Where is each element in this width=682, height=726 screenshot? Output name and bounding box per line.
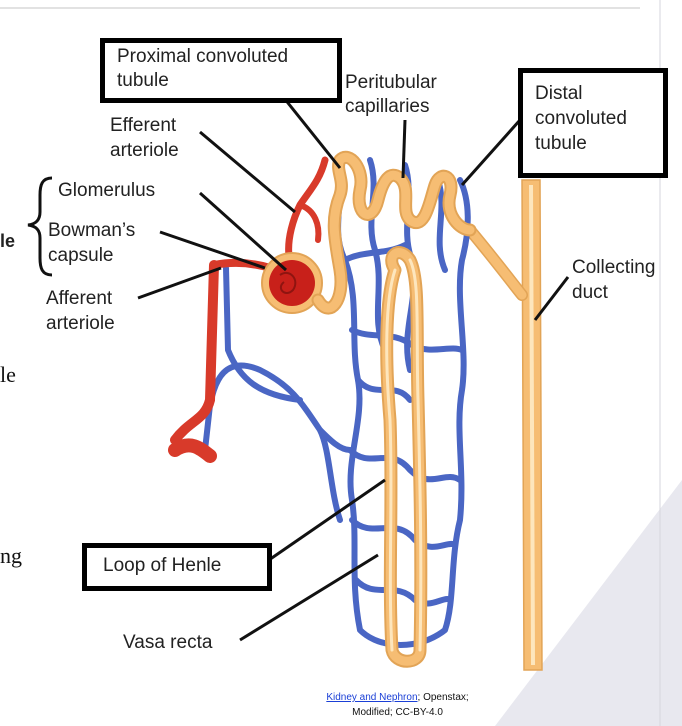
afferent-label-line2: arteriole xyxy=(46,313,115,334)
bowmans-label-line2: capsule xyxy=(48,245,114,266)
distal-label-line2: convoluted xyxy=(535,108,627,129)
image-credit: Kidney and Nephron; Openstax; Modified; … xyxy=(300,690,495,720)
distal-leader xyxy=(460,119,522,186)
vasa-recta-label: Vasa recta xyxy=(123,632,213,653)
proximal-tubule-box: Proximal convoluted tubule xyxy=(100,38,342,103)
efferent-label-line2: arteriole xyxy=(110,140,179,161)
distal-tubule-box: Distal convoluted tubule xyxy=(518,68,668,178)
loop-of-henle-label: Loop of Henle xyxy=(103,555,222,576)
edge-text-c: ng xyxy=(0,543,22,568)
collecting-leader xyxy=(533,276,570,321)
peritubular-leader xyxy=(401,119,407,179)
credit-rest: ; Openstax; xyxy=(417,692,469,703)
glomerulus-label: Glomerulus xyxy=(58,180,156,201)
distal-label-line3: tubule xyxy=(535,133,587,154)
credit-link[interactable]: Kidney and Nephron xyxy=(326,692,418,703)
proximal-label-line2: tubule xyxy=(117,70,169,91)
collecting-label-line2: duct xyxy=(572,282,608,303)
collecting-label-line1: Collecting xyxy=(572,257,656,278)
edge-text-b: le xyxy=(0,362,16,387)
arterioles xyxy=(168,156,329,463)
afferent-leader xyxy=(137,266,222,300)
peritubular-label-line2: capillaries xyxy=(345,96,430,117)
edge-text-a: le xyxy=(0,231,16,251)
nephron-tubule xyxy=(311,151,477,668)
glomerulus-leader xyxy=(198,191,288,272)
proximal-label-line1: Proximal convoluted xyxy=(117,46,289,67)
bowmans-label-line1: Bowman’s xyxy=(48,220,136,241)
renal-corpuscle-brace xyxy=(27,176,53,277)
glomerulus-group xyxy=(261,252,323,314)
loop-of-henle-box: Loop of Henle xyxy=(82,543,272,591)
efferent-label-line1: Efferent xyxy=(110,115,177,136)
efferent-leader xyxy=(199,130,296,214)
peritubular-label-line1: Peritubular xyxy=(345,72,437,93)
vasa-recta-leader xyxy=(239,553,379,642)
bowmans-leader xyxy=(159,230,266,270)
collecting-duct xyxy=(464,179,543,671)
afferent-label-line1: Afferent xyxy=(46,288,113,309)
loop-leader xyxy=(265,478,386,564)
credit-line2: Modified; CC-BY-4.0 xyxy=(352,707,443,718)
distal-label-line1: Distal xyxy=(535,83,583,104)
